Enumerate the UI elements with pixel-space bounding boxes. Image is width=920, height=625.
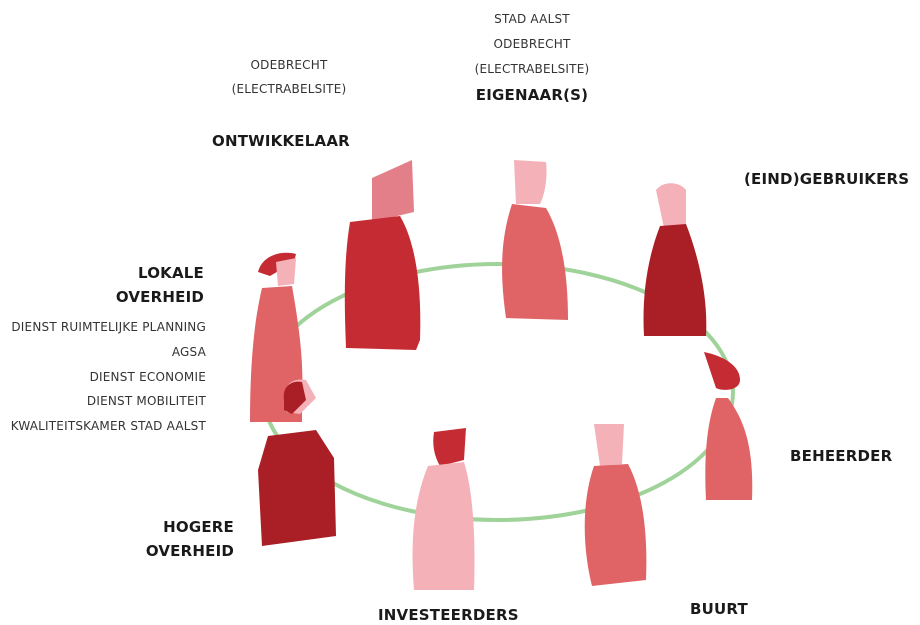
lokale-overheid-item: DIENST ECONOMIE xyxy=(89,370,206,384)
eigenaars-title: EIGENAAR(S) xyxy=(475,86,589,104)
lokale-overheid-item: KWALITEITSKAMER STAD AALST xyxy=(10,419,206,433)
investeerders-title: INVESTEERDERS xyxy=(378,606,519,624)
figure-gebruikers xyxy=(643,183,707,336)
lokale-overheid-title-1: LOKALE xyxy=(137,264,204,282)
lokale-overheid-item: AGSA xyxy=(171,345,206,359)
beheerder-title: BEHEERDER xyxy=(790,447,893,465)
figure-investeerders xyxy=(412,428,475,590)
figure-buurt xyxy=(584,424,647,586)
eigenaars-line-1: STAD AALST xyxy=(494,12,570,26)
hogere-overheid-title-1: HOGERE xyxy=(163,518,234,536)
lokale-overheid-item: DIENST MOBILITEIT xyxy=(86,394,206,408)
eigenaars-line-3: (ELECTRABELSITE) xyxy=(474,62,590,76)
ontwikkelaar-line-2: (ELECTRABELSITE) xyxy=(231,82,347,96)
lokale-overheid-title-2: OVERHEID xyxy=(115,288,204,306)
ontwikkelaar-line-1: ODEBRECHT xyxy=(250,58,328,72)
ontwikkelaar-title: ONTWIKKELAAR xyxy=(212,132,350,150)
eigenaars-line-2: ODEBRECHT xyxy=(493,37,571,51)
hogere-overheid-title-2: OVERHEID xyxy=(145,542,234,560)
figure-beheerder xyxy=(704,352,753,500)
gebruikers-title: (EIND)GEBRUIKERS xyxy=(744,170,910,188)
lokale-overheid-item: DIENST RUIMTELIJKE PLANNING xyxy=(11,320,206,334)
figure-eigenaar xyxy=(502,160,568,320)
figure-hogere-overheid xyxy=(258,379,336,546)
figure-ontwikkelaar xyxy=(344,160,421,350)
buurt-title: BUURT xyxy=(690,600,748,618)
